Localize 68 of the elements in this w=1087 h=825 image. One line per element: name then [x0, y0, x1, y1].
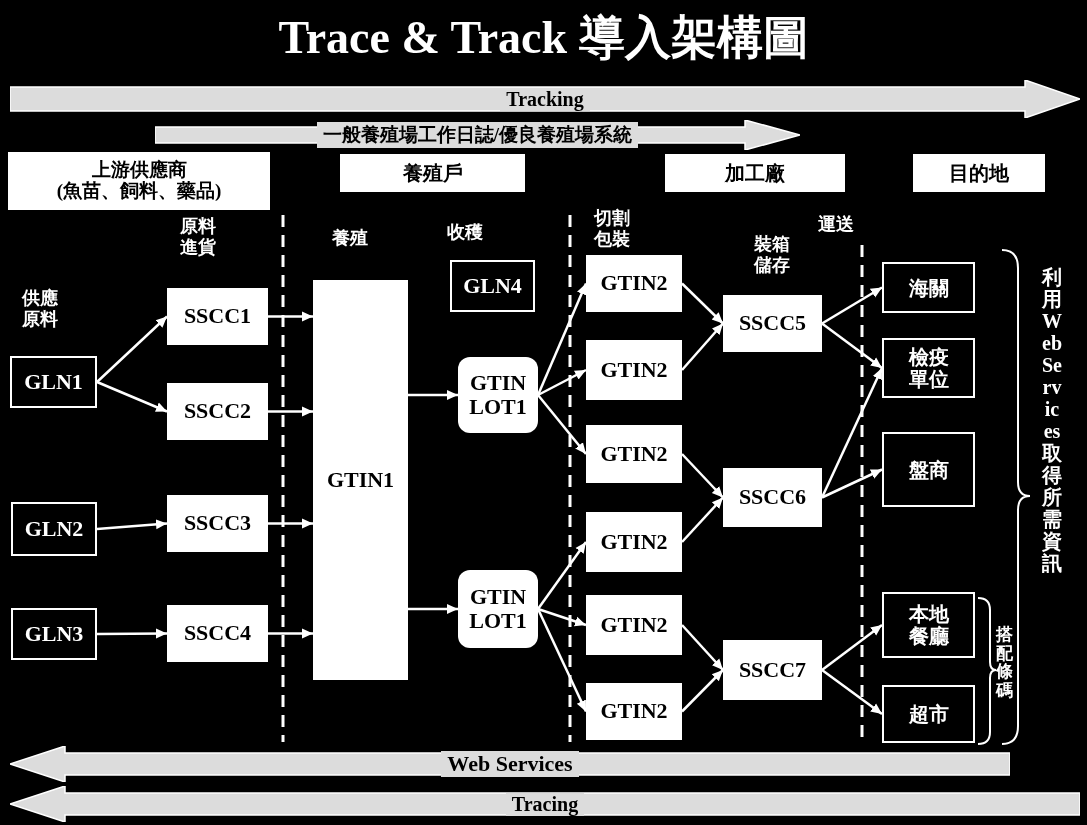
arrow — [821, 468, 883, 499]
stage-header: 上游供應商 (魚苗、飼料、藥品) — [8, 152, 270, 210]
stage-header: 目的地 — [913, 154, 1045, 192]
arrow — [536, 608, 588, 713]
code-box: GLN1 — [10, 356, 97, 408]
code-box: GTIN2 — [586, 340, 682, 400]
code-box: SSCC3 — [167, 495, 268, 552]
code-box: 本地餐廳 — [882, 592, 975, 658]
code-box: 超市 — [882, 685, 975, 743]
lot-box: GTIN LOT1 — [458, 357, 538, 433]
stage-header: 加工廠 — [665, 154, 845, 192]
code-box: SSCC4 — [167, 605, 268, 662]
stage-label: 裝箱儲存 — [752, 234, 791, 276]
lot-box: GTIN LOT1 — [458, 570, 538, 648]
arrow — [268, 406, 313, 417]
code-box: SSCC7 — [723, 640, 822, 700]
code-box: SSCC6 — [723, 468, 822, 527]
code-box: 盤商 — [882, 432, 975, 507]
arrow — [821, 624, 883, 671]
code-box: GLN4 — [450, 260, 535, 312]
arrow — [681, 669, 724, 713]
code-box: GLN2 — [11, 502, 97, 556]
arrow — [681, 624, 724, 671]
stage-label: 切割包裝 — [592, 208, 631, 250]
arrow — [681, 322, 724, 371]
arrow — [821, 669, 883, 715]
arrow — [97, 628, 167, 639]
code-box: SSCC2 — [167, 383, 268, 440]
code-box: GTIN2 — [586, 425, 682, 483]
band-label: Web Services — [441, 751, 579, 777]
code-box: GTIN2 — [586, 683, 682, 740]
arrow — [537, 607, 587, 627]
stage-label: 原料進貨 — [178, 216, 217, 258]
arrow — [96, 315, 168, 383]
arrow — [96, 519, 168, 531]
code-box: SSCC1 — [167, 288, 268, 345]
stage-label: 運送 — [816, 214, 855, 235]
arrow — [681, 282, 724, 325]
stage-header: 養殖戶 — [340, 154, 525, 192]
code-box: 海關 — [882, 262, 975, 313]
arrow — [537, 541, 587, 610]
arrow — [408, 604, 458, 614]
arrow — [821, 286, 883, 325]
diagram-title: Trace & Track 導入架構圖 — [277, 11, 810, 65]
stage-label: 養殖 — [330, 228, 369, 249]
arrow — [536, 283, 588, 396]
code-box: GTIN2 — [586, 255, 682, 312]
arrow — [408, 390, 458, 400]
code-box: 檢疫單位 — [882, 338, 975, 398]
band-label: 一般養殖場工作日誌/優良養殖場系統 — [316, 122, 639, 148]
stage-label: 供應原料 — [20, 288, 59, 330]
code-box: SSCC5 — [723, 295, 822, 352]
arrow — [268, 518, 313, 529]
code-box: GTIN1 — [313, 280, 408, 680]
stage-label: 搭配條碼 — [996, 626, 1013, 701]
arrow — [268, 628, 313, 639]
stage-label: 收穫 — [445, 222, 484, 243]
code-box: GLN3 — [11, 608, 97, 660]
arrow — [537, 368, 587, 397]
arrow — [681, 496, 724, 543]
code-box: GTIN2 — [586, 512, 682, 572]
arrow — [821, 322, 883, 369]
arrow — [537, 394, 587, 455]
code-box: GTIN2 — [586, 595, 682, 655]
arrow — [268, 311, 313, 322]
arrow — [681, 453, 724, 499]
stage-label: 利用Web Services取得所需資訊 — [1042, 266, 1062, 574]
arrow — [96, 380, 168, 413]
